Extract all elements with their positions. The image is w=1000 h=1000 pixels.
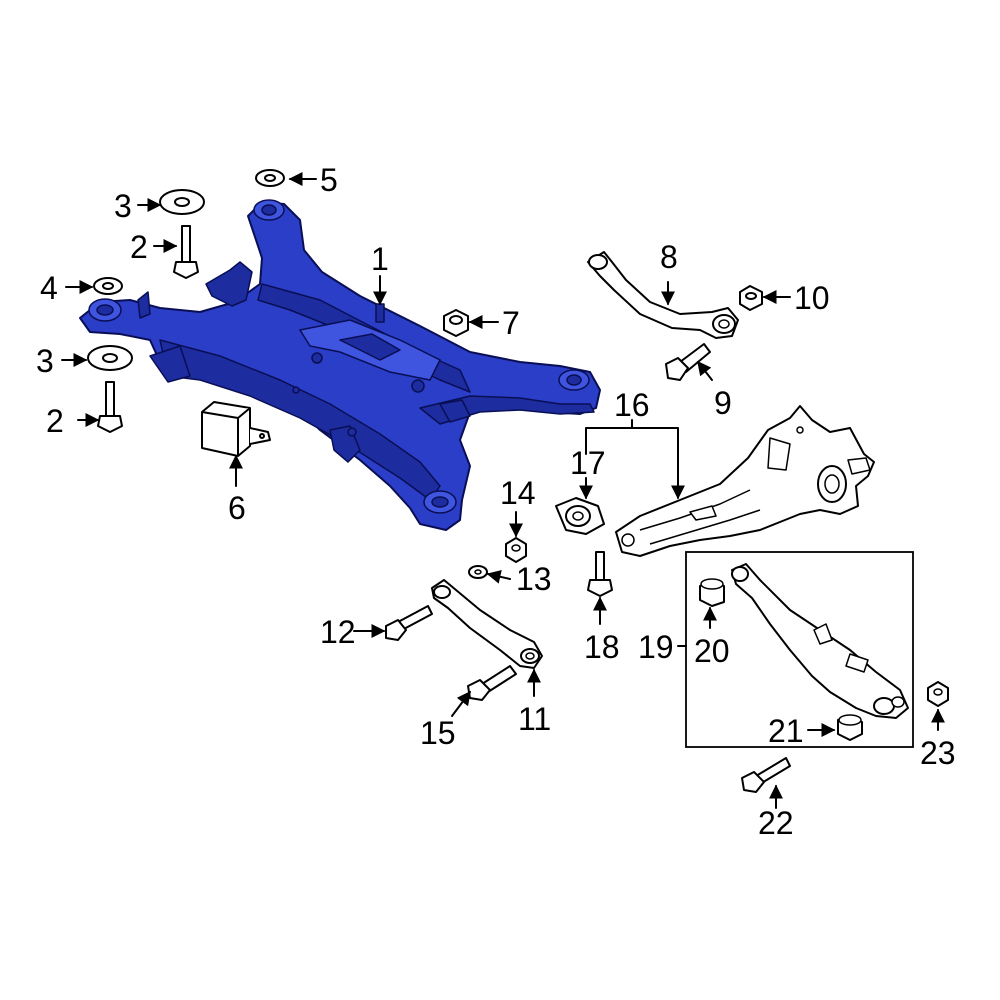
upper-control-arm[interactable] bbox=[587, 251, 739, 339]
bolt-9[interactable] bbox=[665, 343, 711, 381]
callout-13: 13 bbox=[516, 561, 552, 597]
bolt-12[interactable] bbox=[385, 605, 433, 641]
washer-upper[interactable] bbox=[159, 189, 205, 215]
bolt-lower[interactable] bbox=[97, 381, 123, 433]
callout-6: 6 bbox=[228, 490, 246, 526]
leader-lines bbox=[61, 172, 945, 809]
callout-3-lower: 3 bbox=[36, 343, 54, 379]
callout-12: 12 bbox=[320, 614, 356, 650]
callout-15: 15 bbox=[420, 715, 456, 751]
callout-10: 10 bbox=[794, 280, 830, 316]
callout-9: 9 bbox=[714, 385, 732, 421]
bolt-22[interactable] bbox=[741, 757, 791, 793]
lower-link-arm[interactable] bbox=[431, 579, 543, 669]
callout-7: 7 bbox=[502, 305, 520, 341]
bushing-21[interactable] bbox=[837, 714, 863, 741]
callout-22: 22 bbox=[758, 805, 794, 841]
insulator-ring-5[interactable] bbox=[255, 169, 285, 187]
bolt-upper[interactable] bbox=[173, 225, 199, 279]
callout-21: 21 bbox=[768, 713, 804, 749]
nut-23[interactable] bbox=[927, 681, 949, 707]
subframe-crossmember[interactable] bbox=[79, 199, 601, 531]
callout-8: 8 bbox=[660, 239, 678, 275]
trailing-arm-knuckle[interactable] bbox=[615, 405, 875, 557]
nut-10[interactable] bbox=[739, 285, 763, 311]
part-19-group-box bbox=[685, 551, 914, 748]
callout-20: 20 bbox=[694, 633, 730, 669]
callout-labels: 1 2 2 3 3 4 5 6 7 8 9 10 11 12 13 14 15 … bbox=[36, 162, 956, 841]
nut-14[interactable] bbox=[505, 537, 527, 563]
callout-23: 23 bbox=[920, 735, 956, 771]
callout-4: 4 bbox=[40, 270, 58, 306]
washer-13[interactable] bbox=[468, 565, 488, 579]
insulator-ring-4[interactable] bbox=[93, 277, 123, 295]
callout-16: 16 bbox=[614, 387, 650, 423]
callout-2-upper: 2 bbox=[130, 229, 148, 265]
bushing-17[interactable] bbox=[555, 497, 605, 535]
callout-11: 11 bbox=[518, 701, 551, 737]
washer-lower[interactable] bbox=[87, 345, 133, 371]
bushing-20[interactable] bbox=[699, 578, 725, 607]
nut-7[interactable] bbox=[443, 309, 469, 337]
callout-2-lower: 2 bbox=[46, 403, 64, 439]
callout-18: 18 bbox=[584, 629, 620, 665]
callout-14: 14 bbox=[500, 475, 536, 511]
callout-1: 1 bbox=[371, 241, 389, 277]
damper-block[interactable] bbox=[201, 401, 271, 457]
bolt-18[interactable] bbox=[587, 551, 613, 597]
callout-3-upper: 3 bbox=[114, 188, 132, 224]
lower-control-arm[interactable] bbox=[731, 563, 909, 719]
callout-17: 17 bbox=[570, 445, 606, 481]
bolt-15[interactable] bbox=[467, 665, 517, 701]
callout-5: 5 bbox=[320, 162, 338, 198]
callout-19: 19 bbox=[638, 629, 674, 665]
